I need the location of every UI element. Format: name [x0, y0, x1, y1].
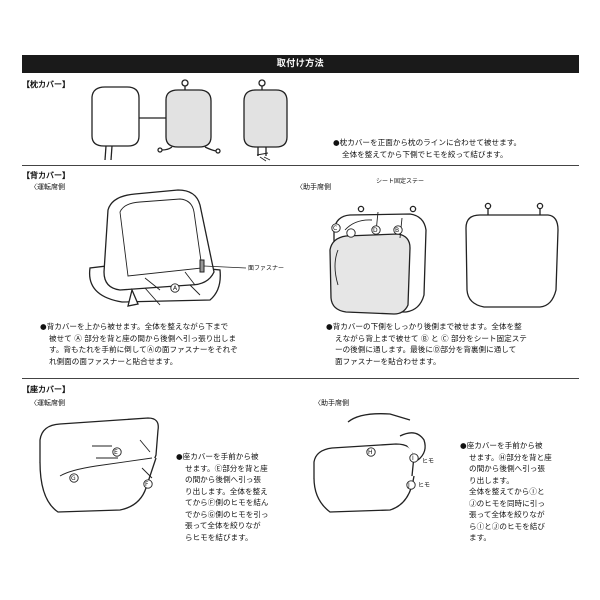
note-line: せます。Ⓔ部分を背と座: [185, 463, 268, 473]
backrest-passenger-label: 〈助手席側: [296, 183, 331, 191]
marker-h: H: [368, 449, 373, 456]
driver-backrest-illustration: [88, 189, 221, 307]
note-line: 背カバーの下側をしっかり後側まで被せます。全体を整: [332, 322, 522, 331]
seat-passenger-label: 〈助手席側: [314, 399, 349, 407]
note-line: てからⒻ側のヒモを結ん: [185, 498, 269, 507]
fastener-label: 面ファスナー: [370, 278, 407, 285]
marker-d: D: [373, 227, 378, 234]
passenger-backrest-illustration: [329, 205, 427, 315]
marker-i: I: [412, 455, 414, 462]
note-line: す。背もたれを手前に倒してⒶの面ファスナーをそれぞ: [49, 345, 238, 355]
passenger-seat-illustration: [313, 413, 426, 513]
backrest-driver-note: ●背カバーを上から被せます。全体を整えながら下まで 被せて Ⓐ 部分を背と座の間…: [40, 321, 290, 367]
note-line: 背カバーを上から被せます。全体を整えながら下まで: [46, 322, 229, 331]
header-bar: 取付け方法: [22, 55, 579, 73]
marker-c: C: [333, 225, 338, 232]
arrow-right-icon: [139, 112, 179, 124]
seat-stay-label: シート固定ステー: [376, 178, 425, 185]
pull-arrows: [144, 271, 196, 293]
note-line: り出します。全体を整え: [185, 486, 268, 496]
note-line: の間から後側へ引っ張: [185, 475, 261, 484]
note-line: えながら背上まで被せて Ⓑ と Ⓒ 部分をシート固定ステ: [335, 333, 527, 343]
seat-heading: 【座カバー】: [22, 385, 70, 394]
passenger-pull-arrows: [334, 211, 403, 286]
himo-label: ヒモ: [130, 430, 143, 437]
marker-b: B: [395, 227, 400, 234]
passenger-backrest-finished-illustration: [465, 202, 559, 308]
note-line: 座カバーを手前から被: [466, 441, 543, 450]
himo-label: ヒモ: [134, 474, 147, 481]
fastener-strips: [199, 259, 247, 273]
note-line: 座カバーを手前から被: [182, 452, 259, 461]
marker-a: A: [173, 285, 178, 292]
himo-label: ヒモ: [422, 458, 435, 465]
note-line: ーの後側に通します。最後にⒹ部分を背裏側に通して: [335, 345, 517, 355]
passenger-seat-markers: [366, 447, 419, 490]
note-line: 面ファスナーを貼合わせます。: [335, 356, 441, 366]
driver-seat-markers: [69, 447, 153, 489]
note-line: でからⒼ側のヒモを引っ: [185, 509, 269, 519]
seat-driver-label: 〈運転席側: [30, 399, 65, 407]
pillow-note: ●枕カバーを正面から枕のラインに合わせて被せます。 全体を整えてから下側でヒモを…: [333, 137, 573, 160]
marker-circles: [331, 223, 403, 238]
note-line: 全体を整えてからⒾと: [469, 487, 545, 496]
marker-f: F: [145, 481, 149, 488]
note-line: せます。Ⓗ部分を背と座: [469, 452, 552, 462]
note-line: らⒾとⒿのヒモを結び: [469, 521, 545, 531]
pillow-covered-side-illustration: [243, 79, 288, 162]
note-line: らヒモを結びます。: [185, 532, 253, 542]
pillow-plain-illustration: [91, 86, 140, 161]
fastener-label: 面ファスナー: [248, 265, 285, 272]
pillow-covered-front-illustration: [157, 79, 221, 154]
note-line: ます。: [469, 533, 492, 542]
marker-j: J: [408, 482, 410, 489]
himo-label: ヒモ: [418, 482, 431, 489]
pillow-note-line: 全体を整えてから下側でヒモを絞って結びます。: [342, 149, 508, 159]
page-title: 取付け方法: [276, 59, 325, 69]
marker-e: E: [114, 449, 118, 456]
backrest-driver-label: 〈運転席側: [30, 183, 65, 191]
marker-g: G: [71, 475, 76, 482]
note-line: れ側面の面ファスナーと貼合せます。: [49, 356, 178, 366]
seat-driver-note: ●座カバーを手前から被 せます。Ⓔ部分を背と座 の間から後側へ引っ張 り出します…: [176, 451, 296, 543]
note-line: 被せて Ⓐ 部分を背と座の間から後側へ引っ張り出しま: [49, 333, 237, 343]
backrest-passenger-note: ●背カバーの下側をしっかり後側まで被せます。全体を整 えながら背上まで被せて Ⓑ…: [326, 321, 576, 367]
section-divider: [22, 378, 579, 379]
pillow-heading: 【枕カバー】: [22, 80, 70, 89]
note-line: り出します。: [469, 475, 514, 485]
note-line: 張って全体を絞りなが: [469, 510, 545, 519]
seat-passenger-note: ●座カバーを手前から被 せます。Ⓗ部分を背と座 の間から後側へ引っ張 り出します…: [460, 440, 580, 544]
note-line: Ⓙのヒモを同時に引っ: [469, 498, 545, 508]
section-divider: [22, 165, 579, 166]
note-line: の間から後側へ引っ張: [469, 464, 545, 473]
backrest-heading: 【背カバー】: [22, 171, 70, 180]
pillow-note-line: 枕カバーを正面から枕のラインに合わせて被せます。: [339, 138, 522, 147]
note-line: 張って全体を絞りなが: [185, 521, 261, 530]
